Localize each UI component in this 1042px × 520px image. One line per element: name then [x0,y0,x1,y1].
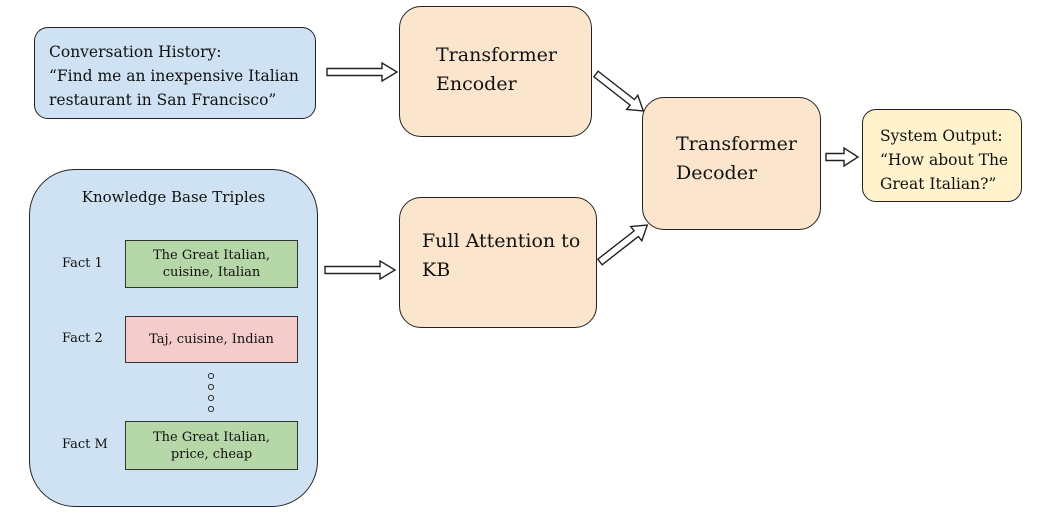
decoder-to-output-arrow [825,146,860,168]
transformer-encoder-box: Transformer Encoder [399,6,592,137]
transformer-encoder-label: Transformer Encoder [436,44,557,95]
ellipsis-dots [207,372,215,413]
knowledge-base-title: Knowledge Base Triples [81,188,266,206]
system-output-box: System Output: “How about The Great Ital… [862,109,1022,202]
attention-to-decoder-arrow [596,224,649,266]
system-output-label: System Output: [880,127,1003,145]
conversation-history-label: Conversation History: [49,43,222,61]
fact-m-label: Fact M [62,437,108,452]
fact-2-label: Fact 2 [62,331,103,346]
fact-2-triple: Taj, cuisine, Indian [125,316,298,363]
fact-1-label: Fact 1 [62,256,103,271]
history-to-encoder-arrow [326,61,399,83]
fact-m-triple: The Great Italian, price, cheap [125,421,298,470]
kb-attention-box: Full Attention to KB [399,197,597,328]
system-output-utterance: “How about The Great Italian?” [880,151,1009,193]
kb-attention-label: Full Attention to KB [422,230,581,281]
kb-to-attention-arrow [324,259,397,281]
knowledge-base-box: Knowledge Base Triples Fact 1 The Great … [29,169,318,507]
conversation-history-box: Conversation History: “Find me an inexpe… [34,27,316,119]
encoder-to-decoder-arrow [592,70,645,112]
transformer-decoder-box: Transformer Decoder [642,97,821,230]
fact-1-triple: The Great Italian, cuisine, Italian [125,240,298,288]
transformer-decoder-label: Transformer Decoder [676,133,797,184]
conversation-history-utterance: “Find me an inexpensive Italian restaura… [49,67,299,109]
